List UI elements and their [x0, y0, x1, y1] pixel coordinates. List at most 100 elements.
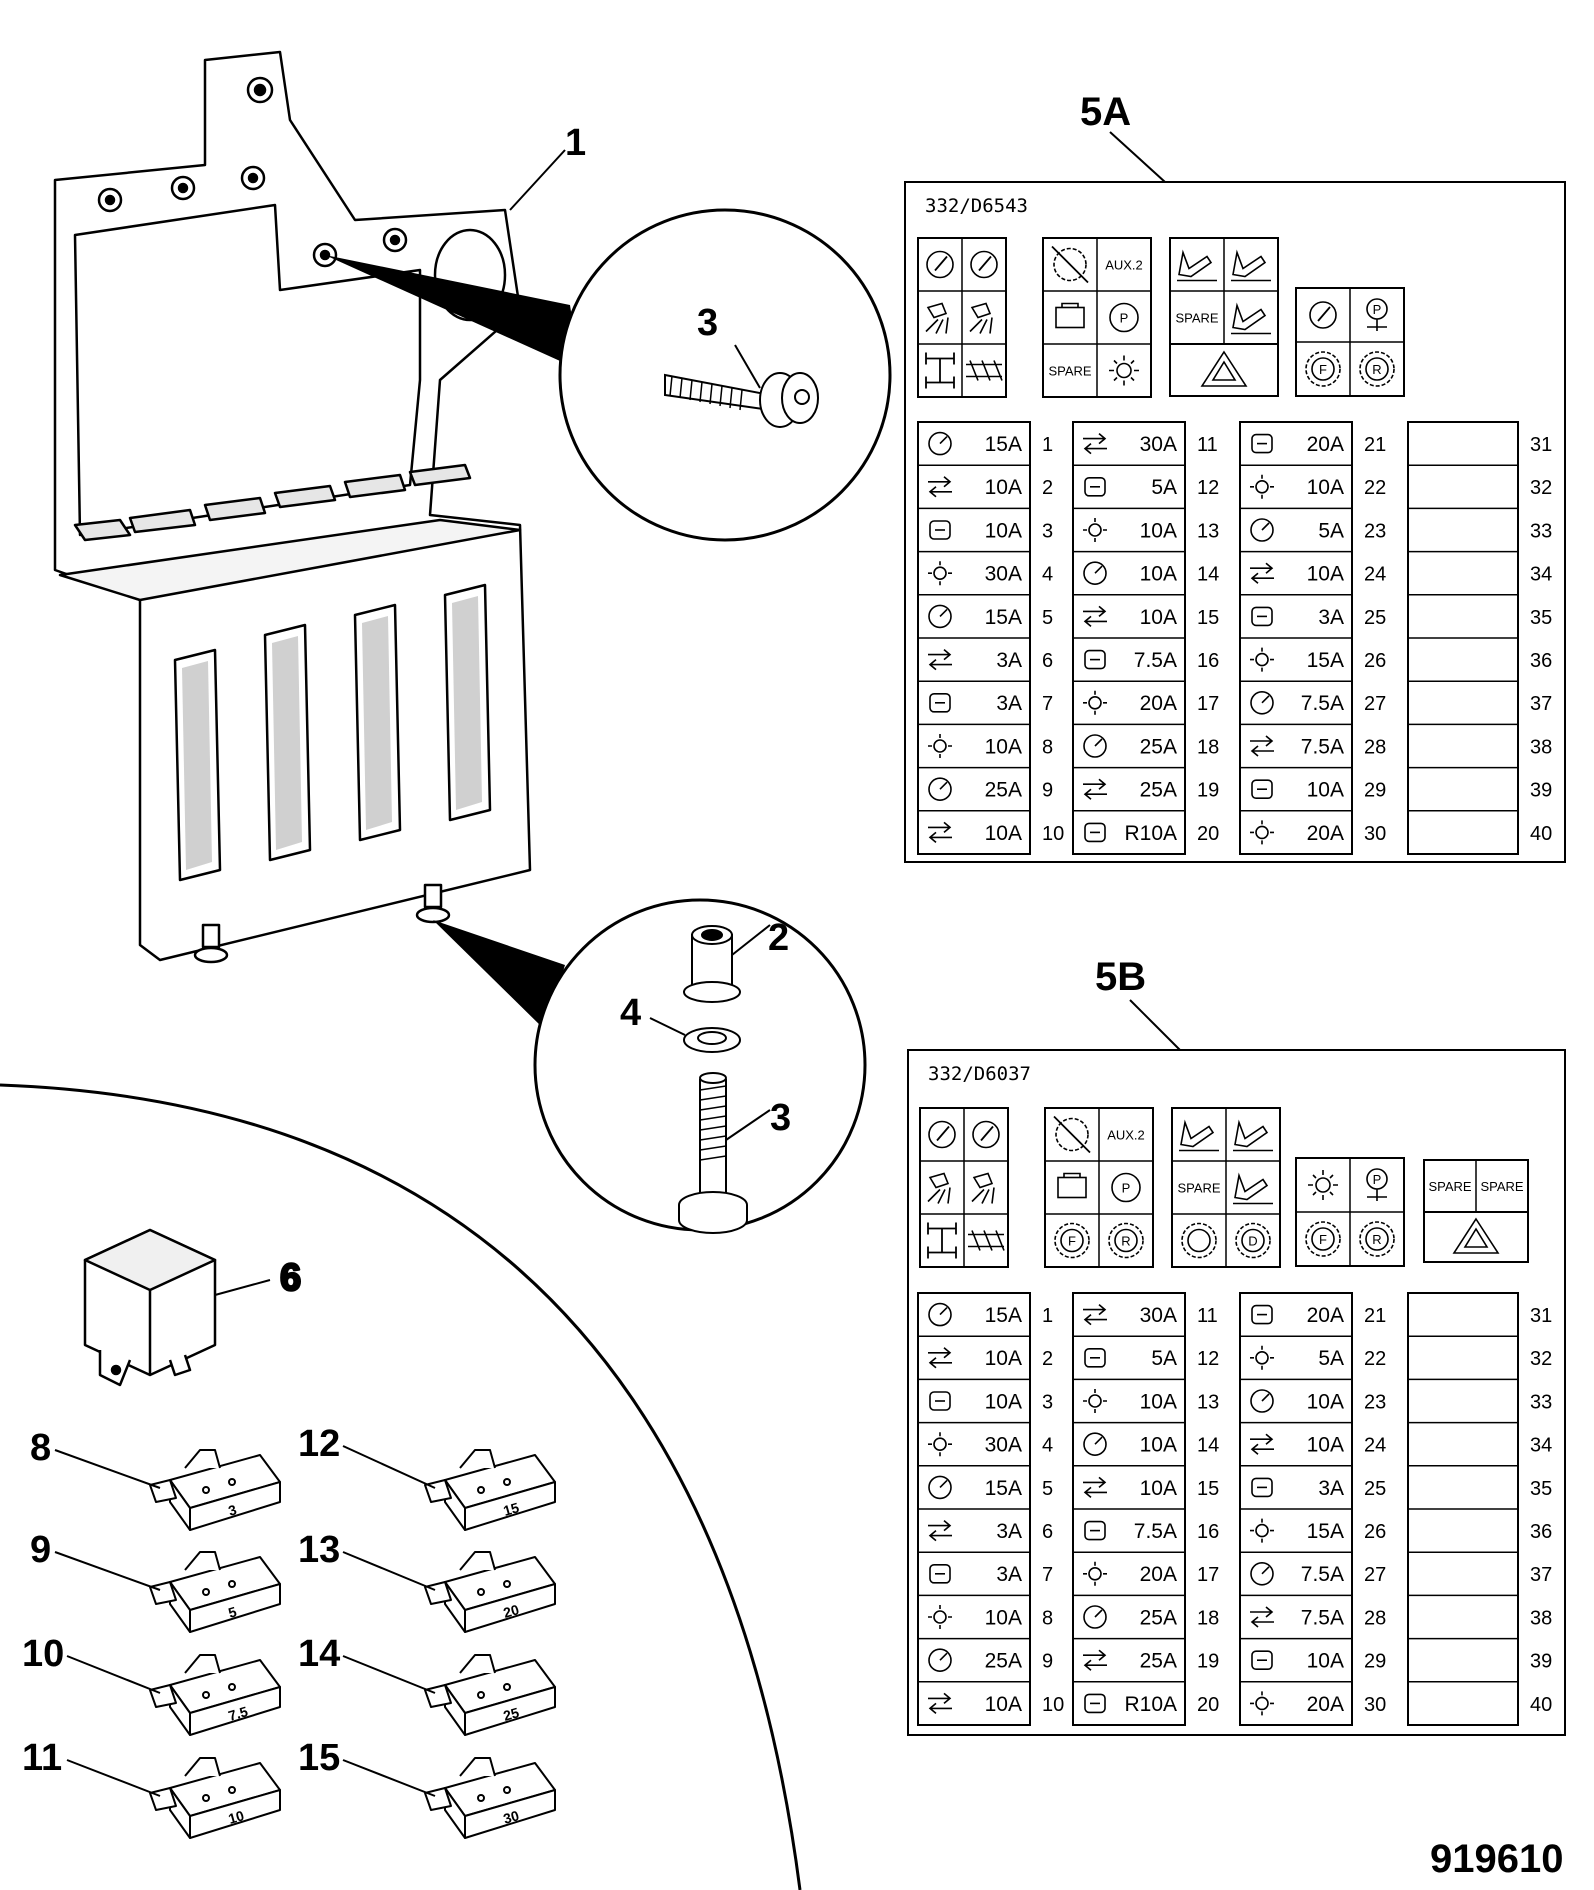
fuse-rating: 10A — [985, 735, 1022, 758]
drawing-reference-number: 919610 — [1430, 1837, 1563, 1881]
fuse-position-number: 3 — [1042, 520, 1053, 542]
fuse-blade-left — [149, 1684, 177, 1708]
fuse-callout-10: 10 — [22, 1633, 64, 1675]
park-lock-icon-letter: P — [1373, 302, 1382, 317]
fuse-position-number: 4 — [1042, 1435, 1053, 1457]
fuse-function-icon — [1251, 1304, 1273, 1325]
fuse-blade-top — [459, 1757, 496, 1777]
label-5b-code: 332/D6037 — [928, 1063, 1031, 1085]
fuse-rating: 15A — [985, 1477, 1022, 1500]
loader-arm-icon — [1177, 249, 1217, 282]
fuse-rating: R10A — [1124, 822, 1177, 845]
parking-brake-icon — [1109, 302, 1139, 333]
fuse-rating: R10A — [1124, 1693, 1177, 1716]
fuse-blade-top — [459, 1551, 496, 1571]
fuse-leader-line — [54, 1551, 161, 1591]
fuse-test-point — [477, 1691, 485, 1699]
fuse-function-icon — [928, 648, 952, 671]
gear-icon — [1108, 1222, 1144, 1259]
fuse-rating: 10A — [1307, 1650, 1344, 1673]
fuse-rating: 10A — [985, 822, 1022, 845]
fuse-function-icon — [1250, 1606, 1274, 1628]
loader-arm-icon — [1179, 1119, 1219, 1152]
fuse-function-icon — [1250, 690, 1274, 715]
fuse-position-number: 15 — [1197, 607, 1219, 629]
fuse-function-icon — [928, 604, 952, 629]
fuse-function-icon — [1084, 822, 1106, 843]
fuse-leader-line — [66, 1759, 161, 1797]
fuse-rating: 5A — [1151, 476, 1177, 499]
relay-block — [917, 237, 1007, 398]
fuse-function-icon — [1083, 734, 1107, 758]
fuse-rating: 10A — [985, 1347, 1022, 1370]
fuse-position-number: 30 — [1364, 1694, 1386, 1716]
fuse-test-point — [477, 1794, 485, 1802]
ignition-icon — [928, 1120, 956, 1149]
fuse-position-number: 23 — [1364, 1391, 1386, 1413]
fuse-blade-left — [149, 1787, 177, 1811]
callout-bracket-label: 1 — [565, 122, 586, 164]
fuse-position-number: 7 — [1042, 693, 1053, 715]
fuse-position-number: 19 — [1197, 1651, 1219, 1673]
loader-arm-icon — [1231, 302, 1271, 335]
fuse-leader-line — [342, 1551, 436, 1591]
fuse-position-number: 22 — [1364, 1348, 1386, 1370]
fuse-position-number: 21 — [1364, 1305, 1386, 1327]
fuse-position-number: 28 — [1364, 736, 1386, 758]
fuse-position-number: 40 — [1530, 1694, 1552, 1716]
callout-relay-label: 6 — [280, 1257, 301, 1299]
aux-gear-icon-strike — [1053, 1115, 1091, 1154]
gear-icon-letter: R — [1372, 1232, 1381, 1247]
fuse-position-number: 6 — [1042, 1521, 1053, 1543]
fuse-test-point — [228, 1786, 236, 1794]
gear-icon-letter: R — [1372, 362, 1381, 377]
fuse-function-icon — [1083, 432, 1107, 455]
fuse-function-icon — [929, 1391, 951, 1411]
fuse-function-icon — [1250, 1518, 1274, 1543]
diff-lock-icon — [968, 1230, 1005, 1251]
fuse-position-number: 13 — [1197, 520, 1219, 542]
fuse-rating: 10A — [985, 1693, 1022, 1716]
fuse-position-number: 31 — [1530, 434, 1552, 456]
relay-block — [1169, 343, 1279, 397]
fuse-rating: 3A — [996, 692, 1022, 715]
fuse-9: 5 — [149, 1551, 281, 1633]
hazard-icon — [1452, 1217, 1500, 1254]
fuse-position-number: 21 — [1364, 434, 1386, 456]
gear-icon-inner — [1114, 1228, 1138, 1253]
fuse-blade-top — [459, 1449, 496, 1469]
fuse-position-number: 14 — [1197, 1435, 1219, 1457]
fuse-test-point — [477, 1486, 485, 1494]
fuse-position-number: 27 — [1364, 693, 1386, 715]
fuse-position-number: 29 — [1364, 1651, 1386, 1673]
fuse-function-icon — [1250, 474, 1274, 499]
callout-screw-top-label: 3 — [697, 302, 718, 344]
kit-boundary-arc — [0, 1083, 802, 1890]
fuse-rating: 5A — [1318, 1347, 1344, 1370]
relay-cell-label: AUX.2 — [1107, 1128, 1145, 1143]
fuse-function-icon — [928, 1519, 952, 1542]
fuse-position-number: 17 — [1197, 1564, 1219, 1586]
mounting-bracket — [53, 50, 532, 964]
fuse-position-number: 22 — [1364, 477, 1386, 499]
ignition-icon-key — [934, 255, 948, 272]
fuse-function-icon — [928, 1692, 952, 1715]
fuse-position-number: 18 — [1197, 736, 1219, 758]
fuse-position-number: 5 — [1042, 1478, 1053, 1500]
fuse-position-number: 19 — [1197, 780, 1219, 802]
gear-icon-inner — [1060, 1228, 1084, 1253]
fuse-function-icon — [928, 821, 952, 844]
fuse-position-number: 10 — [1042, 823, 1064, 845]
fuse-rating: 7.5A — [1301, 1563, 1344, 1586]
parking-brake-icon-letter: P — [1122, 1181, 1131, 1196]
fuse-rating: 15A — [1307, 1520, 1344, 1543]
gear-icon — [1359, 1221, 1395, 1257]
work-lamp-icon — [971, 1172, 995, 1204]
fuse-13: 20 — [424, 1551, 556, 1633]
fuse-function-icon — [929, 1564, 951, 1584]
